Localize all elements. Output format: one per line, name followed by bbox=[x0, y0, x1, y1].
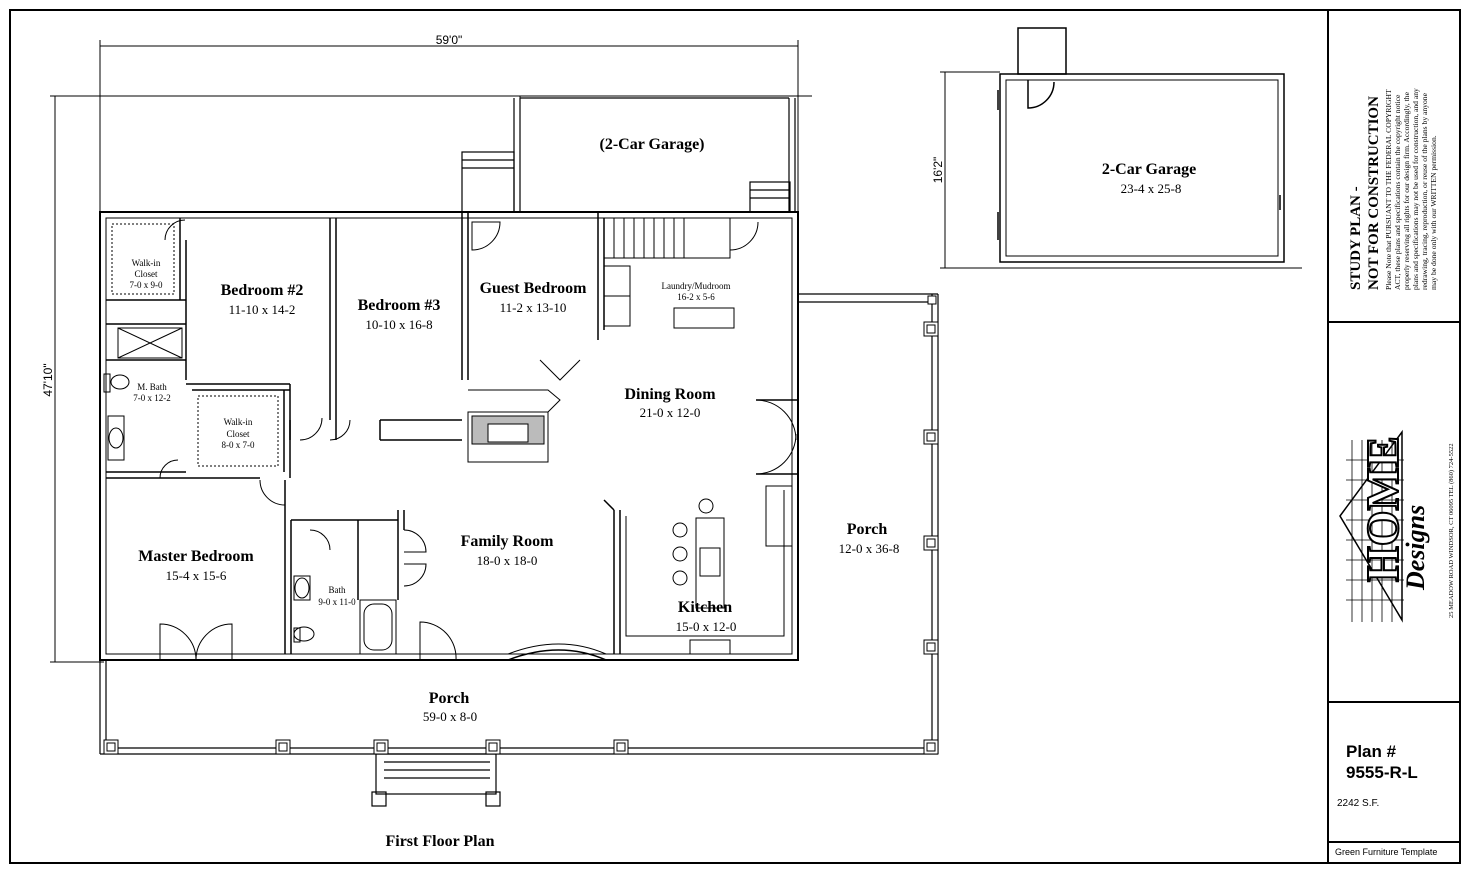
guest-bedroom-dims: 11-2 x 13-10 bbox=[500, 300, 567, 315]
study-plan-line2: NOT FOR CONSTRUCTION bbox=[1366, 96, 1382, 290]
bay-window bbox=[507, 649, 607, 661]
closet-shelves bbox=[111, 223, 279, 467]
fireplace bbox=[467, 389, 561, 463]
kitchen-counters bbox=[625, 485, 793, 655]
copyright-line: Please Note that PURSUANT TO THE FEDERAL… bbox=[1384, 89, 1393, 290]
company-address: 25 MEADOW ROAD WINDSOR, CT 06095 TEL (86… bbox=[1448, 443, 1455, 618]
walkin2-name-line2: Closet bbox=[226, 429, 250, 439]
title-block-frame bbox=[1327, 10, 1460, 863]
copyright-line: may be done only with our WRITTEN permis… bbox=[1429, 135, 1438, 290]
garage-detached-name: 2-Car Garage bbox=[1102, 161, 1196, 178]
walkin1-dims: 7-0 x 9-0 bbox=[130, 280, 163, 290]
title-block-footer: Green Furniture Template bbox=[1335, 847, 1437, 857]
bath-name: Bath bbox=[329, 585, 346, 595]
detached-garage bbox=[997, 27, 1285, 263]
dining-dims: 21-0 x 12-0 bbox=[640, 405, 701, 420]
walkin1-name-line2: Closet bbox=[134, 269, 158, 279]
front-porch bbox=[99, 660, 938, 807]
kitchen-name: Kitchen bbox=[678, 599, 732, 616]
overall-width-label: 59'0" bbox=[436, 33, 463, 47]
bath-fixtures bbox=[103, 373, 397, 655]
home-designs-logo: HOME Designs bbox=[1339, 429, 1430, 623]
kitchen-dims: 15-0 x 12-0 bbox=[676, 619, 737, 634]
porch-front-name: Porch bbox=[429, 690, 470, 707]
garage-depth-label: 16'2" bbox=[931, 157, 945, 184]
porch-side-dims: 12-0 x 36-8 bbox=[839, 541, 900, 556]
family-dims: 18-0 x 18-0 bbox=[477, 553, 538, 568]
copyright-line: ACT, these plans and specifications cont… bbox=[1393, 94, 1402, 290]
guest-bedroom-name: Guest Bedroom bbox=[480, 280, 587, 297]
side-porch bbox=[798, 293, 939, 754]
walkin2-dims: 8-0 x 7-0 bbox=[222, 440, 255, 450]
copyright-notice: Please Note that PURSUANT TO THE FEDERAL… bbox=[1384, 88, 1438, 290]
dimension-lines bbox=[50, 40, 1302, 663]
interior-stairs bbox=[603, 217, 731, 259]
master-shower bbox=[117, 327, 183, 359]
laundry-dims: 16-2 x 5-6 bbox=[677, 292, 715, 302]
walkin1-name-line1: Walk-in bbox=[132, 258, 161, 268]
interior-walls bbox=[106, 212, 798, 654]
master-bath-name: M. Bath bbox=[137, 382, 167, 392]
plan-number-label: Plan # bbox=[1346, 742, 1397, 761]
family-name: Family Room bbox=[461, 533, 555, 550]
porch-posts bbox=[103, 295, 939, 755]
copyright-line: properly reserving all rights for our de… bbox=[1402, 91, 1411, 290]
logo-script: Designs bbox=[1401, 505, 1430, 591]
house-walls bbox=[99, 211, 799, 661]
master-bedroom-name: Master Bedroom bbox=[138, 548, 254, 565]
bath-dims: 9-0 x 11-0 bbox=[318, 597, 356, 607]
bay-window-inner bbox=[507, 643, 607, 655]
garage-dashed-label: (2-Car Garage) bbox=[600, 136, 705, 153]
porch-side-name: Porch bbox=[847, 521, 888, 538]
copyright-line: plans and specifications may not be used… bbox=[1411, 88, 1420, 290]
bedroom3-dims: 10-10 x 16-8 bbox=[365, 317, 432, 332]
copyright-line: redrawing, tracing, reproduction, or reu… bbox=[1420, 92, 1429, 290]
porch-front-dims: 59-0 x 8-0 bbox=[423, 709, 477, 724]
study-plan-line1: STUDY PLAN - bbox=[1348, 186, 1364, 290]
plan-number: 9555-R-L bbox=[1346, 763, 1418, 782]
bedroom2-dims: 11-10 x 14-2 bbox=[229, 302, 296, 317]
walkin2-name-line1: Walk-in bbox=[224, 417, 253, 427]
dining-name: Dining Room bbox=[624, 386, 716, 403]
logo-word: HOME bbox=[1357, 436, 1408, 582]
square-feet: 2242 S.F. bbox=[1337, 798, 1379, 809]
bedroom2-name: Bedroom #2 bbox=[221, 282, 304, 299]
bedroom3-name: Bedroom #3 bbox=[358, 297, 441, 314]
sheet-border bbox=[9, 9, 1461, 864]
garage-detached-dims: 23-4 x 25-8 bbox=[1121, 181, 1182, 196]
floor-plan-caption: First Floor Plan bbox=[385, 833, 494, 850]
master-bedroom-dims: 15-4 x 15-6 bbox=[166, 568, 227, 583]
door-swings bbox=[159, 219, 797, 661]
master-bath-dims: 7-0 x 12-2 bbox=[133, 393, 171, 403]
laundry-appliances bbox=[603, 265, 735, 329]
laundry-name: Laundry/Mudroom bbox=[662, 281, 731, 291]
dashed-garage-outline bbox=[461, 97, 796, 213]
overall-depth-label: 47'10" bbox=[41, 363, 55, 396]
